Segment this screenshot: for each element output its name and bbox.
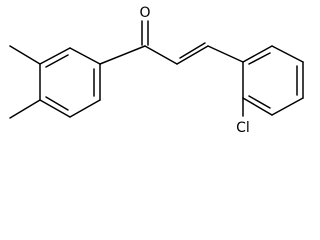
chemical-structure-diagram: O Cl [9,5,304,136]
chlorophenyl-ring [242,45,304,116]
ring-bond [271,45,304,63]
chlorine-atom-label: Cl [236,120,250,136]
carbonyl-alpha-bond [144,45,178,65]
methyl-bond-upper [9,45,41,65]
alkene-double-bond [176,45,209,65]
ring-bond [69,47,101,65]
ring-bond [39,99,71,118]
ring-double-bond [248,95,271,109]
ring-bond [69,99,101,118]
ring-double-bond [248,52,271,65]
vinyl-aryl-bond [207,45,244,63]
aryl-carbonyl-bond [99,45,146,65]
methyl-bond-lower [9,99,41,119]
ring-bond [242,45,273,63]
oxygen-atom-label: O [139,5,150,21]
ring-double-bond [45,54,69,68]
ring-bond [242,97,273,116]
ring-bond [39,47,71,65]
ring-bond [271,97,304,116]
alkene-double-bond [179,42,206,59]
dimethylphenyl-ring [39,47,101,118]
ring-double-bond [45,96,69,111]
